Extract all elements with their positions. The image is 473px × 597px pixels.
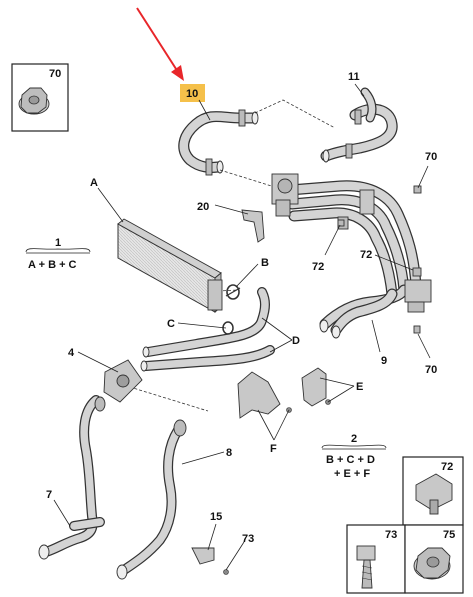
callout-label-72: 72 (441, 461, 453, 473)
callout-label-70: 70 (49, 68, 61, 80)
label-7: 7 (46, 489, 52, 501)
label-72-b: 72 (360, 249, 372, 261)
small-fasteners (337, 185, 422, 334)
flange-nut-icon (18, 87, 50, 115)
part-labels: 11 70 A 20 1 A + B + C B 72 72 C D 9 70 … (28, 71, 437, 545)
flange-nut-icon-75 (413, 547, 451, 580)
label-10-highlight: 10 (180, 84, 205, 102)
leader-lines (53, 83, 431, 571)
bracket-15 (191, 547, 229, 575)
label-D: D (292, 335, 300, 347)
clip-B (225, 284, 241, 300)
label-73: 73 (242, 533, 254, 545)
callout-box-75: 75 (404, 524, 464, 594)
callout-box-73: 73 (346, 524, 406, 594)
formula-2a: B + C + D (326, 454, 375, 466)
callout-box-72: 72 (402, 456, 464, 526)
label-C: C (167, 318, 175, 330)
label-10: 10 (186, 88, 198, 100)
clip-fastener-icon (415, 473, 453, 515)
label-70-a: 70 (425, 151, 437, 163)
label-9: 9 (381, 355, 387, 367)
formula-braces (25, 248, 387, 450)
bracket-E (301, 367, 331, 407)
valve-block (271, 173, 299, 217)
hose-11 (320, 87, 398, 163)
callout-box-nut-70: 70 (11, 63, 69, 132)
pointer-arrow (136, 7, 184, 81)
callout-label-73: 73 (385, 529, 397, 541)
label-20: 20 (197, 201, 209, 213)
heater-core-A (117, 218, 223, 313)
hose-7 (38, 395, 106, 560)
hose-8 (116, 419, 187, 580)
assembly-dashed-lines (119, 99, 336, 412)
label-11: 11 (348, 71, 360, 83)
label-A: A (90, 177, 98, 189)
bracket-F (237, 371, 292, 419)
pipe-assembly-9 (284, 180, 432, 339)
bracket-20 (241, 209, 265, 243)
pipes-D (140, 287, 275, 372)
formula-1: A + B + C (28, 259, 77, 271)
label-F: F (270, 443, 277, 455)
label-4: 4 (68, 347, 75, 359)
hose-10 (178, 109, 259, 176)
callout-label-75: 75 (443, 529, 455, 541)
label-E: E (356, 381, 363, 393)
formula-2b: + E + F (334, 468, 370, 480)
label-72-a: 72 (312, 261, 324, 273)
label-8: 8 (226, 447, 232, 459)
screw-icon (356, 545, 376, 589)
label-2: 2 (351, 433, 357, 445)
label-B: B (261, 257, 269, 269)
label-1: 1 (55, 237, 61, 249)
label-15: 15 (210, 511, 222, 523)
flange-plate-4 (103, 359, 143, 403)
label-70-b: 70 (425, 364, 437, 376)
